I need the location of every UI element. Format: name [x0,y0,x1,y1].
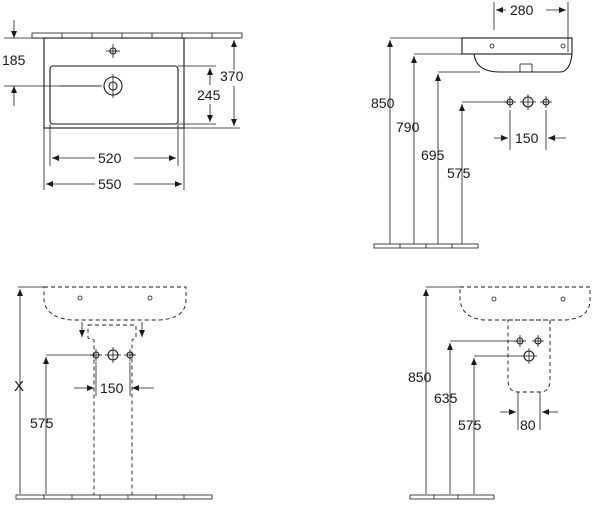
dim-790-group: 790 [396,56,420,244]
dim-695-label: 695 [421,147,445,163]
dim-150-front-group: 150 [74,362,154,396]
floor-side [373,243,479,249]
dim-80-label: 80 [520,417,536,433]
fixing-holes-front [90,347,136,363]
dim-185-label: 185 [2,52,26,68]
dim-850-side-label: 850 [371,95,395,111]
dim-695-group: 695 [421,74,445,244]
top-view: 185 370 245 520 [2,20,244,192]
basin-inner-top [49,65,179,125]
dim-280-label: 280 [510,2,534,18]
dim-x-label: X [14,378,24,395]
tap-hole-icon [106,44,120,58]
floor-semi [409,494,495,500]
dim-370-group: 370 [184,37,244,129]
dim-370-label: 370 [220,68,244,84]
dim-850-semi-group: 850 [408,289,432,494]
dim-575-front-group: 575 [30,357,54,494]
basin-outer-top [43,37,185,129]
dim-150-side-label: 150 [515,130,539,146]
dim-280-group: 280 [493,2,569,52]
dim-245-label: 245 [197,87,221,103]
dim-x-group: X [14,286,44,494]
front-view-semi-pedestal: 80 850 635 575 [408,286,591,500]
dim-575-side-group: 575 [447,104,471,244]
side-view: 280 [371,2,573,249]
basin-side [461,37,573,73]
dim-790-label: 790 [396,119,420,135]
dim-575-front-label: 575 [30,415,54,431]
dim-575-side-label: 575 [447,165,471,181]
dim-850-semi-label: 850 [408,369,432,385]
dim-150-front-label: 150 [100,380,124,396]
dim-550-label: 550 [98,176,122,192]
dim-850-side-group: 850 [371,40,395,244]
dim-245-group: 245 [178,65,221,125]
floor-front [15,494,213,500]
dim-80-group: 80 [500,392,558,433]
dim-550-group: 550 [43,128,185,192]
dim-635-group: 635 [434,343,458,494]
dim-575-semi-group: 575 [458,358,482,494]
pedestal-dashed [87,324,137,497]
dim-575-semi-label: 575 [458,417,482,433]
fixing-holes-side [504,94,552,110]
front-view-pedestal: 150 X 575 [14,286,213,500]
dim-150-side-group: 150 [494,110,566,150]
wall-top [31,32,243,39]
fixing-holes-semi [514,335,544,364]
dim-185-group: 185 [2,20,100,106]
basin-front-semi-dashed [459,286,591,321]
dim-520-group: 520 [49,124,179,166]
dim-520-label: 520 [98,150,122,166]
dim-635-label: 635 [434,390,458,406]
basin-front-dashed [43,286,187,321]
